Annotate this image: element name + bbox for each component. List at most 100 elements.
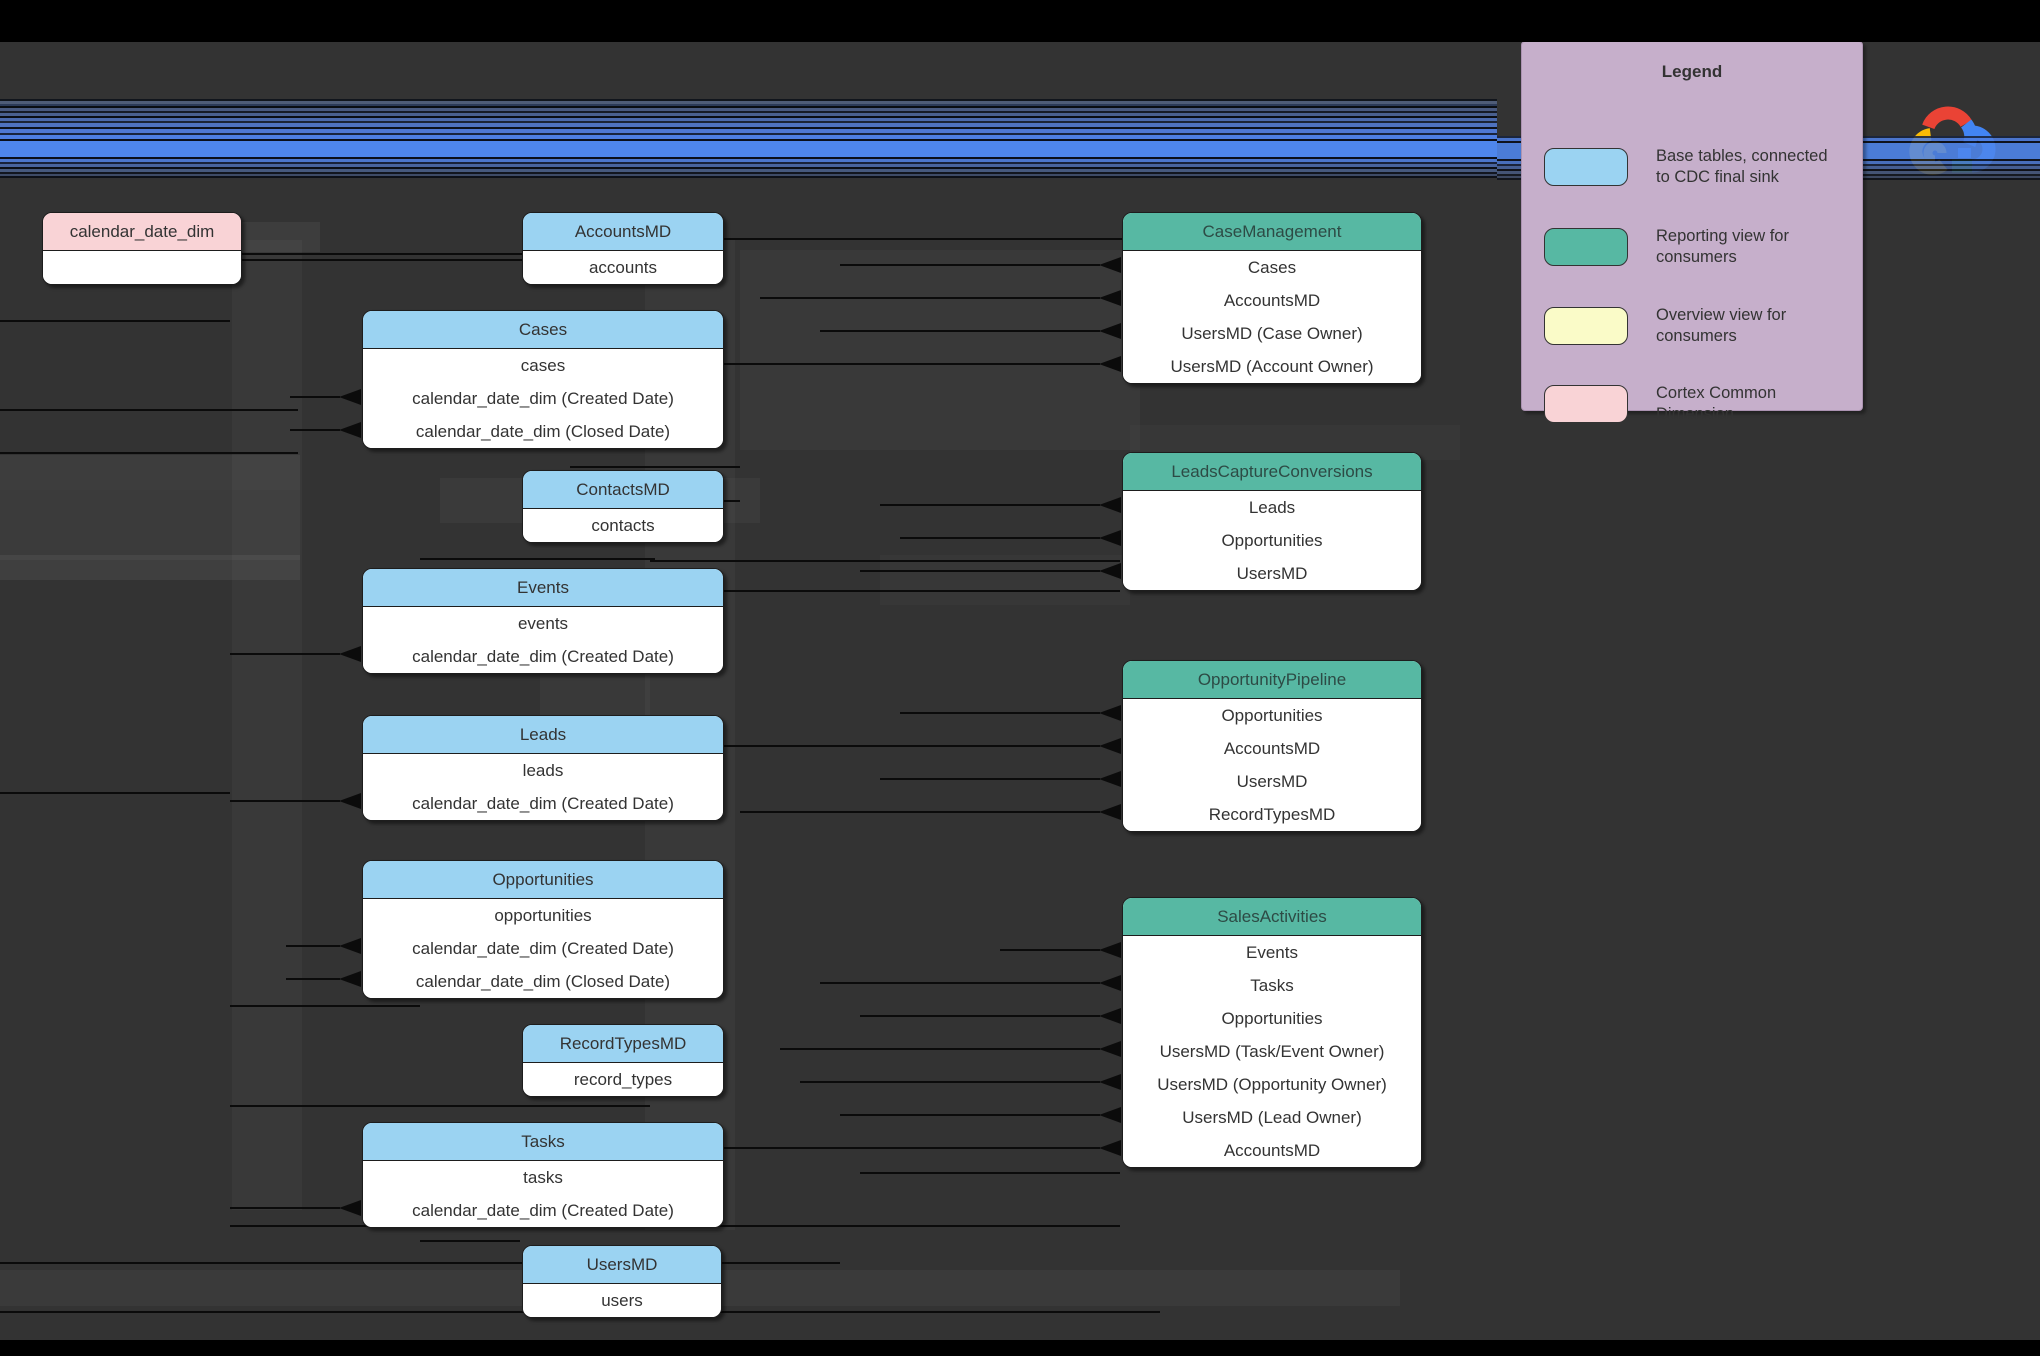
connector-arrowhead-icon: [1099, 942, 1121, 958]
table-row: calendar_date_dim (Created Date): [412, 1201, 674, 1220]
connector-line: [880, 504, 1100, 506]
table-row: UsersMD (Opportunity Owner): [1157, 1075, 1387, 1094]
legend-item-common-dimension: Cortex Common Dimension: [1544, 383, 1776, 425]
connector-line: [700, 363, 1100, 365]
connector-arrowhead-icon: [1099, 257, 1121, 273]
connector-arrowhead-icon: [1099, 497, 1121, 513]
connector-arrowhead-icon: [339, 938, 361, 954]
connector-line: [0, 452, 298, 454]
logo-red-arc: [1922, 106, 1972, 130]
table-row: AccountsMD: [1223, 1141, 1321, 1160]
connector-line: [0, 320, 230, 322]
table-row: AccountsMD: [1223, 739, 1321, 758]
connector-line: [286, 945, 340, 947]
connector-line: [720, 745, 1100, 747]
connector-line: [230, 1005, 420, 1007]
connector-line: [0, 409, 298, 411]
connector-arrowhead-icon: [339, 389, 361, 405]
connector-line: [240, 259, 522, 261]
connector-line: [420, 1240, 520, 1242]
table-row: Opportunities: [1221, 1009, 1323, 1028]
legend-item-label: Overview view for consumers: [1656, 306, 1787, 345]
table-row: Cases: [1247, 258, 1297, 277]
connector-arrowhead-icon: [1099, 1107, 1121, 1123]
connector-bundle-band: [0, 98, 1497, 182]
connector-line: [230, 800, 340, 802]
table-header: ContactsMD: [523, 471, 723, 509]
legend-item-label: Cortex Common Dimension: [1656, 384, 1777, 423]
connector-line: [290, 396, 340, 398]
table-header: AccountsMD: [523, 213, 723, 251]
legend-item-base-tables: Base tables, connected to CDC final sink: [1544, 146, 1828, 188]
table-row: leads: [522, 761, 564, 780]
connector-line: [230, 1207, 340, 1209]
connector-shadow: [232, 240, 302, 1210]
table-row: Events: [1246, 943, 1298, 962]
table-row: calendar_date_dim (Closed Date): [415, 972, 671, 991]
table-header: Cases: [363, 311, 723, 349]
table-row: UsersMD (Account Owner): [1170, 357, 1374, 376]
table-header: Events: [363, 569, 723, 607]
table-row: [43, 251, 241, 284]
connector-line: [820, 330, 1100, 332]
connector-arrowhead-icon: [1099, 975, 1121, 991]
table-row: Leads: [1248, 498, 1296, 517]
connector-arrowhead-icon: [1099, 1074, 1121, 1090]
table-calendar_date_dim[interactable]: calendar_date_dim: [42, 212, 242, 285]
connector-arrowhead-icon: [339, 793, 361, 809]
connector-line: [900, 712, 1100, 714]
connector-arrowhead-icon: [339, 646, 361, 662]
table-row: UsersMD (Case Owner): [1181, 324, 1363, 343]
table-row: opportunities: [494, 906, 592, 925]
table-AccountsMD[interactable]: AccountsMD accounts: [522, 212, 724, 285]
connector-line: [0, 1262, 840, 1264]
top-letterbox-bar: [0, 0, 2040, 42]
connector-line: [240, 253, 522, 255]
connector-line: [860, 1172, 1120, 1174]
connector-arrowhead-icon: [1099, 290, 1121, 306]
connector-line: [286, 978, 340, 980]
connector-line: [860, 570, 1100, 572]
connector-line: [740, 811, 1100, 813]
connector-shadow: [880, 555, 1130, 605]
table-row: events: [517, 614, 569, 633]
table-row: calendar_date_dim (Created Date): [412, 389, 674, 408]
table-row: accounts: [588, 258, 658, 277]
table-row: AccountsMD: [1223, 291, 1321, 310]
connector-line: [660, 590, 1120, 592]
connector-line: [570, 466, 740, 468]
connector-line: [880, 778, 1100, 780]
table-header: Leads: [363, 716, 723, 754]
connector-shadow: [240, 222, 320, 252]
connector-arrowhead-icon: [1099, 1008, 1121, 1024]
connector-line: [840, 1114, 1100, 1116]
table-header: CaseManagement: [1123, 213, 1421, 251]
legend-panel[interactable]: Legend Base tables, connected to CDC fin…: [1521, 41, 1863, 423]
connector-line: [290, 429, 340, 431]
table-row: Tasks: [1250, 976, 1294, 995]
table-header: LeadsCaptureConversions: [1123, 453, 1421, 491]
table-row: calendar_date_dim (Created Date): [412, 939, 674, 958]
connector-line: [230, 1105, 650, 1107]
connector-arrowhead-icon: [1099, 323, 1121, 339]
connector-line: [722, 238, 1122, 240]
table-row: RecordTypesMD: [1208, 805, 1336, 824]
connector-arrowhead-icon: [1099, 705, 1121, 721]
connector-arrowhead-icon: [1099, 530, 1121, 546]
connector-line: [1000, 949, 1100, 951]
common-dimension-swatch: [1544, 385, 1628, 423]
connector-line: [760, 297, 1100, 299]
table-row: UsersMD (Lead Owner): [1182, 1108, 1362, 1127]
